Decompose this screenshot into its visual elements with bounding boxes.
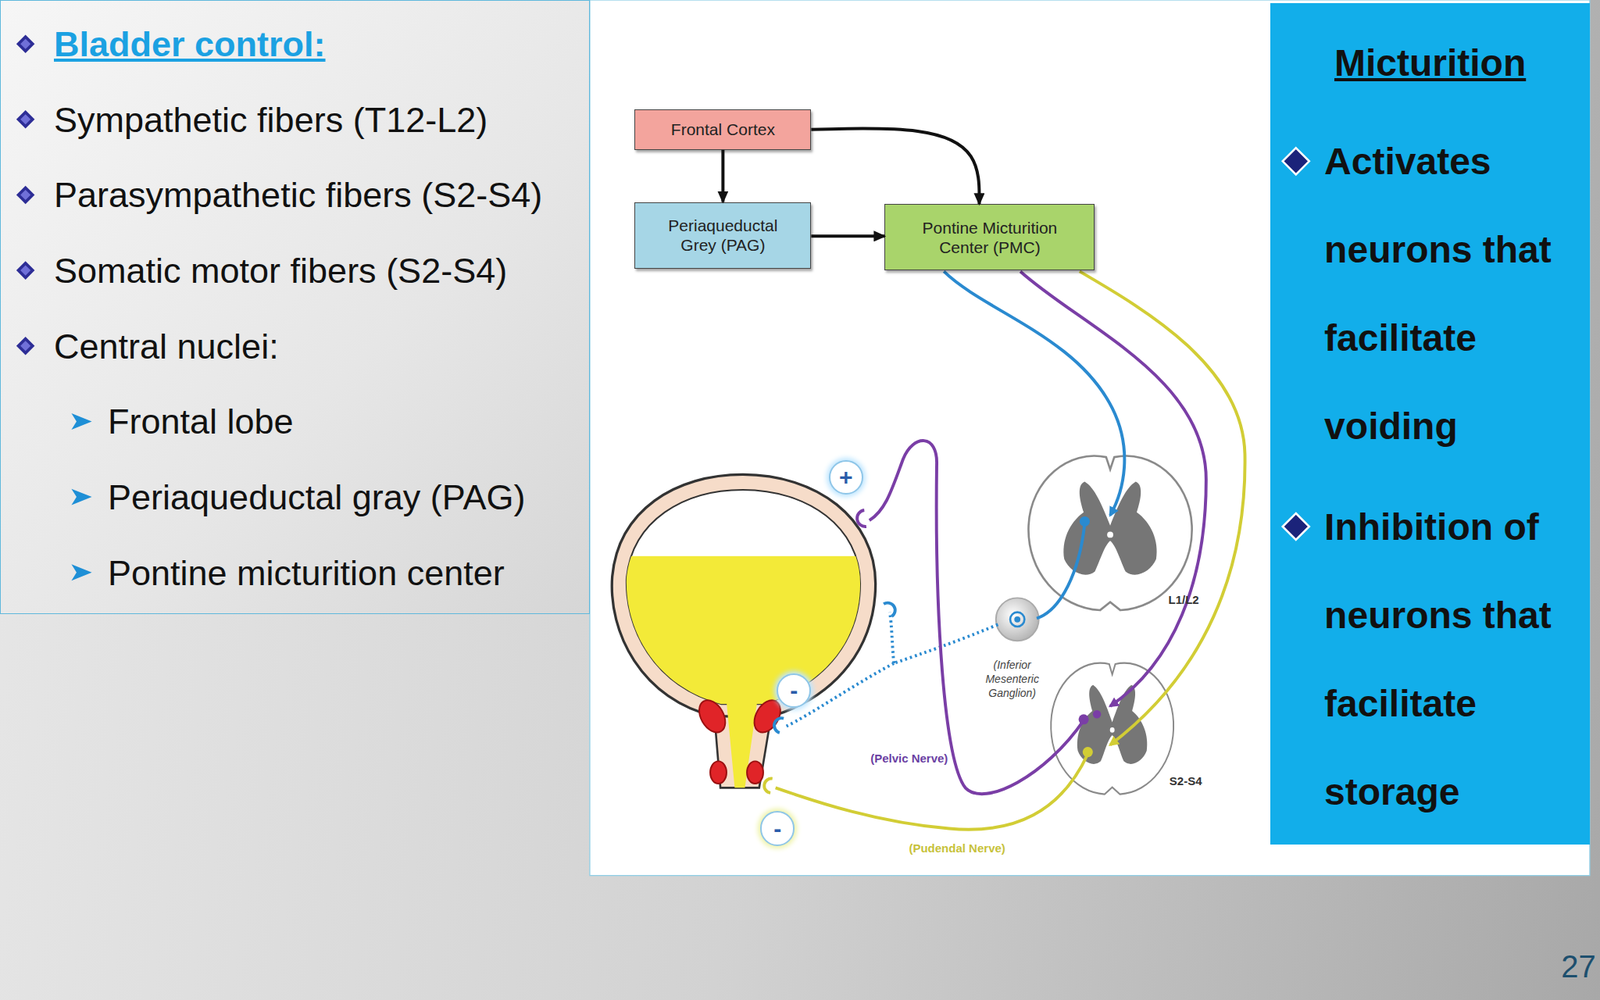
nerve-terminal [774,717,784,733]
preganglionic-fiber [1036,523,1085,618]
bullet-arrow [71,564,92,581]
ganglion-neuron [1014,616,1021,623]
neuron-body [1092,710,1101,718]
brain-center-box: Periaqueductal Grey (PAG) [634,202,811,269]
nerve-terminal [883,603,896,617]
page-number: 27 [1560,948,1597,984]
text-panel: Bladder control: Sympathetic fibers (T12-… [0,0,590,615]
external-sphincter [746,760,764,784]
sign-circle: + [828,460,864,495]
bullet-text: Central nuclei: [53,325,554,368]
bullet-arrow [71,413,92,430]
ganglion [996,597,1040,641]
spinal-cord-section [1028,455,1192,611]
somatic-tract [1079,271,1246,745]
image-frame [589,0,1590,876]
panel-heading: Bladder control: [53,23,554,66]
sign-symbol: - [789,678,798,703]
segment-label: S2-S4 [1169,774,1203,788]
box-label: Pontine Micturition Center (PMC) [905,217,1074,258]
panel-heading: Micturition [1270,39,1590,88]
ganglion-label: (Inferior Mesenteric Ganglion) [976,657,1049,700]
arrow-connector [810,128,979,205]
sub-bullet-text: Periaqueductal gray (PAG) [107,476,608,519]
ganglion-neuron [1010,612,1025,627]
sub-bullet-text: Frontal lobe [107,400,608,443]
external-sphincter [710,760,727,784]
box-label: Periaqueductal Grey (PAG) [656,215,790,255]
bullet-diamond [16,185,36,205]
pudendal-nerve [775,753,1089,830]
nerve-label: (Pudendal Nerve) [908,841,1005,855]
bullet-diamond [16,34,36,54]
bullet-diamond [16,336,36,356]
nerve-terminal [764,778,773,793]
sign-symbol: + [839,465,854,490]
bullet-diamond [1282,147,1310,175]
sign-circle: - [760,810,795,846]
bullet-diamond [1282,513,1310,540]
arrow-connector [721,150,725,203]
box-label: Frontal Cortex [671,119,775,140]
brain-center-box: Frontal Cortex [634,109,811,150]
bullet-arrow [71,489,92,506]
bullet-text: Activates neurons that facilitate voidin… [1324,117,1583,471]
pelvic-nerve [869,440,1084,794]
bullet-diamond [16,260,36,280]
bullet-text: Inhibition of neurons that facilitate st… [1324,482,1583,836]
spinal-cord-section [1050,663,1174,795]
sign-symbol: - [773,817,782,841]
nerve-label: (Pelvic Nerve) [870,751,948,765]
postganglionic-fiber [785,612,999,727]
brain-center-box: Pontine Micturition Center (PMC) [884,203,1095,271]
sympathetic-tract [943,271,1125,515]
segment-label: L1/L2 [1168,592,1200,606]
nerve-terminal [857,510,867,527]
sign-circle: - [776,673,811,708]
bullet-text: Parasympathetic fibers (S2-S4) [53,174,554,217]
info-panel: MicturitionActivates neurons that facili… [1270,3,1590,846]
bullet-text: Somatic motor fibers (S2-S4) [53,250,554,293]
arrow-connector [810,234,885,238]
bullet-text: Sympathetic fibers (T12-L2) [53,99,554,142]
internal-sphincter [693,695,731,737]
urine [612,556,879,720]
bullet-diamond [16,110,36,129]
sub-bullet-text: Pontine micturition center [107,552,608,595]
